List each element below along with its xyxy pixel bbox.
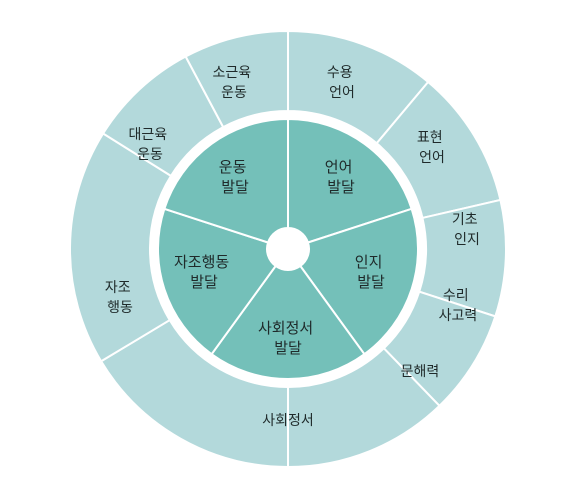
inner-label-4: 운동 발달 [219, 158, 251, 196]
outer-label-5: 사회정서 [262, 413, 314, 429]
outer-label-4: 문해력 [401, 364, 440, 380]
outer-label-8: 소근육 운동 [212, 65, 255, 101]
outer-ring [69, 29, 507, 469]
outer-label-1: 표현 언어 [417, 130, 447, 166]
inner-label-0: 언어 발달 [325, 158, 357, 196]
outer-label-7: 대근육 운동 [128, 127, 171, 163]
inner-label-2: 사회정서 발달 [258, 319, 318, 357]
center-hub [267, 228, 309, 270]
inner-label-3: 자조행동 발달 [174, 253, 234, 291]
outer-label-0: 수용 언어 [327, 65, 357, 101]
outer-segment [69, 132, 173, 363]
inner-ring [157, 117, 419, 380]
outer-segment [184, 29, 289, 129]
inner-label-1: 인지 발달 [355, 253, 387, 291]
outer-label-6: 자조 행동 [105, 280, 135, 316]
outer-label-2: 기초 인지 [452, 212, 482, 248]
outer-label-3: 수리 사고력 [439, 288, 478, 324]
